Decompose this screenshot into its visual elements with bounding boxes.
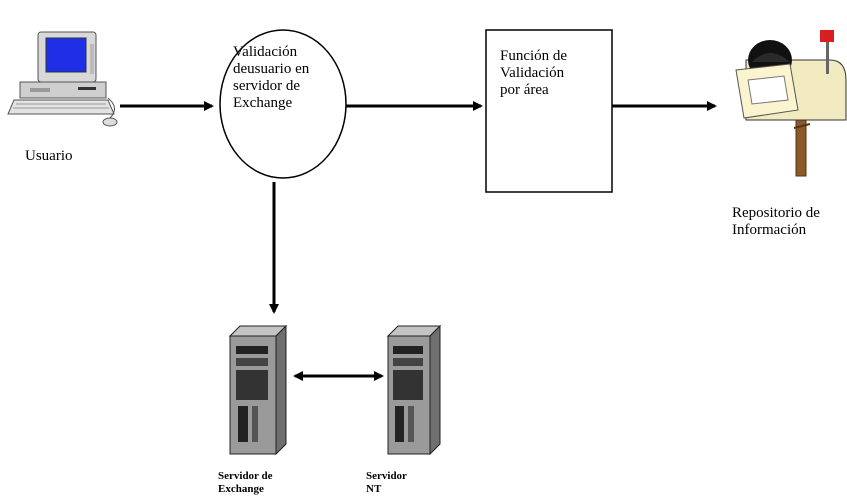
- tower-server-icon: [230, 326, 286, 454]
- repository-label: Repositorio de Información: [732, 205, 820, 239]
- mailbox-icon: [736, 30, 846, 176]
- user-label: Usuario: [25, 148, 73, 165]
- tower-server-icon: [388, 326, 440, 454]
- nt-server-label: Servidor NT: [366, 470, 407, 496]
- exchange-server-label: Servidor de Exchange: [218, 470, 273, 496]
- desktop-computer-icon: [8, 32, 117, 126]
- validation-label: Validación deusuario en servidor de Exch…: [233, 44, 309, 112]
- area-function-label: Función de Validación por área: [500, 48, 567, 99]
